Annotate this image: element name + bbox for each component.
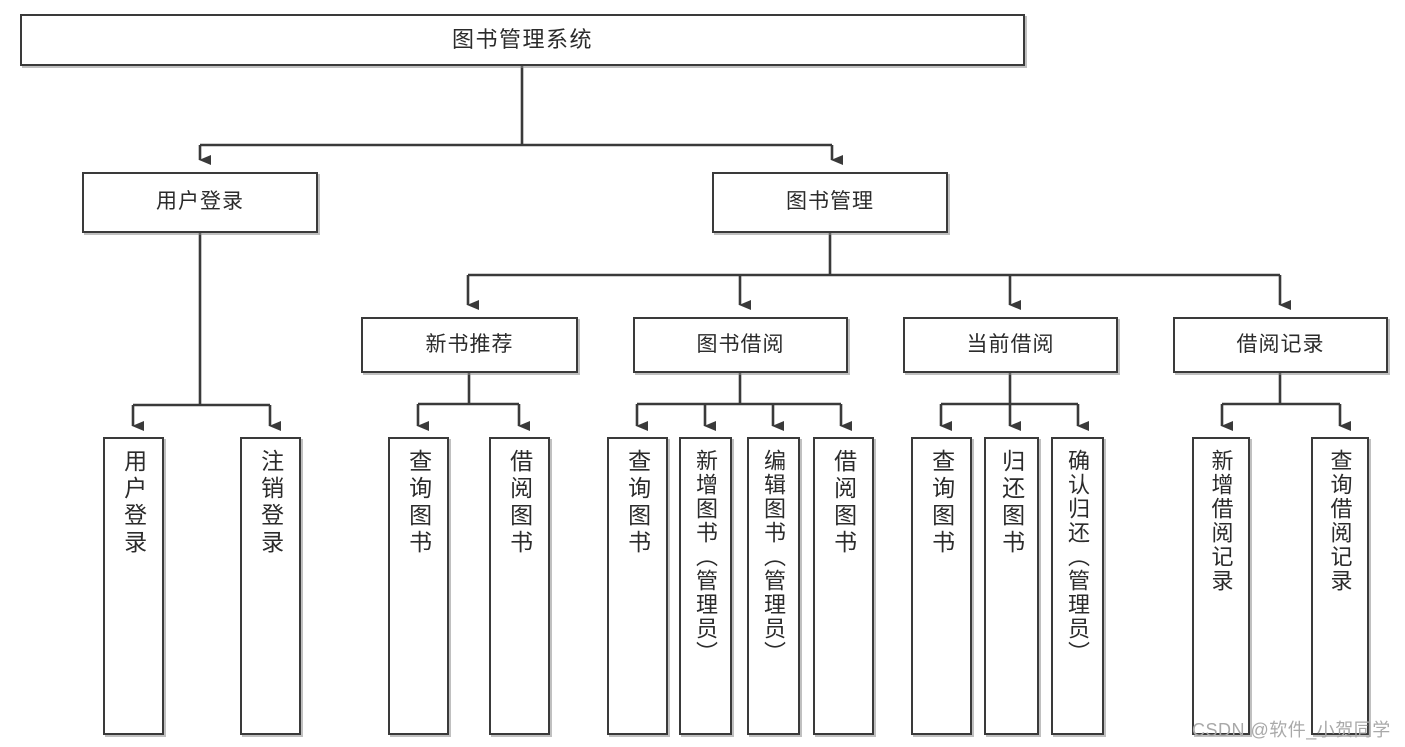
node-leaf-query-book-borrow[interactable]: 查询图书 <box>607 437 668 735</box>
node-label: 图书管理 <box>786 190 874 214</box>
node-leaf-query-book-recommend[interactable]: 查询图书 <box>388 437 449 735</box>
node-label: 借阅记录 <box>1236 332 1325 356</box>
node-leaf-return-book[interactable]: 归还图书 <box>984 437 1039 735</box>
node-leaf-query-book-current[interactable]: 查询图书 <box>911 437 972 735</box>
node-book-management[interactable]: 图书管理 <box>712 172 948 233</box>
watermark-text: CSDN @软件_小贺同学 <box>1192 720 1391 740</box>
node-new-book-recommend[interactable]: 新书推荐 <box>361 317 578 373</box>
node-leaf-user-logout[interactable]: 注销登录 <box>240 437 301 735</box>
node-book-borrow[interactable]: 图书借阅 <box>633 317 848 373</box>
node-leaf-borrow-book-recommend[interactable]: 借阅图书 <box>489 437 550 735</box>
node-leaf-borrow-book[interactable]: 借阅图书 <box>813 437 874 735</box>
node-label: 借阅图书 <box>506 449 533 557</box>
node-leaf-add-book[interactable]: 新增图书（管理员） <box>679 437 732 735</box>
node-leaf-add-borrow-record[interactable]: 新增借阅记录 <box>1192 437 1250 735</box>
node-borrow-record[interactable]: 借阅记录 <box>1173 317 1388 373</box>
node-label: 新书推荐 <box>425 332 514 356</box>
node-label: 新增图书（管理员） <box>693 449 719 665</box>
node-leaf-confirm-return[interactable]: 确认归还（管理员） <box>1051 437 1104 735</box>
node-leaf-user-login[interactable]: 用户登录 <box>103 437 164 735</box>
node-label: 借阅图书 <box>830 449 857 557</box>
node-label: 图书借阅 <box>696 332 785 356</box>
node-label: 归还图书 <box>998 449 1025 557</box>
node-label: 查询借阅记录 <box>1327 449 1353 593</box>
node-current-borrow[interactable]: 当前借阅 <box>903 317 1118 373</box>
node-label: 当前借阅 <box>966 332 1055 356</box>
node-label: 查询图书 <box>624 449 651 557</box>
node-label: 新增借阅记录 <box>1208 449 1234 593</box>
node-label: 编辑图书（管理员） <box>761 449 787 665</box>
node-book-management-system[interactable]: 图书管理系统 <box>20 14 1025 66</box>
node-label: 确认归还（管理员） <box>1065 449 1091 665</box>
node-leaf-query-borrow-record[interactable]: 查询借阅记录 <box>1311 437 1369 735</box>
node-label: 用户登录 <box>156 190 244 214</box>
node-user-login[interactable]: 用户登录 <box>82 172 318 233</box>
node-leaf-edit-book[interactable]: 编辑图书（管理员） <box>747 437 800 735</box>
node-label: 图书管理系统 <box>451 27 593 53</box>
node-label: 查询图书 <box>405 449 432 557</box>
node-label: 用户登录 <box>120 449 147 557</box>
node-label: 注销登录 <box>257 449 284 557</box>
node-label: 查询图书 <box>928 449 955 557</box>
